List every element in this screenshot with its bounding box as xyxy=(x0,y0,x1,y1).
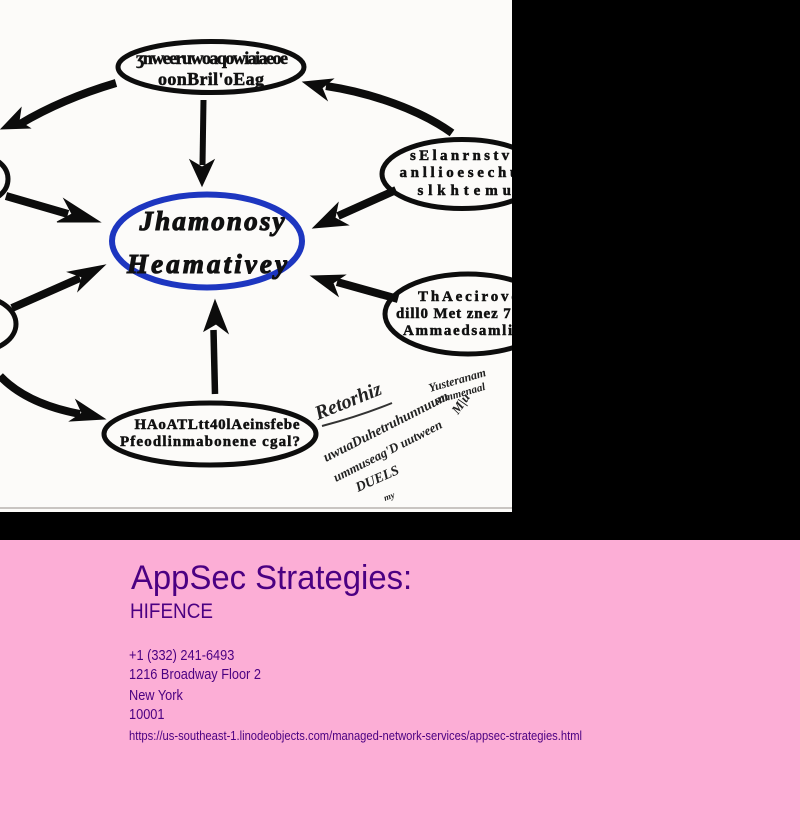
svg-text:ThAecirove: ThAecirove xyxy=(418,289,512,305)
svg-text:Jhamonosy: Jhamonosy xyxy=(139,206,286,236)
svg-text:slkhtemue: slkhtemue xyxy=(418,183,513,199)
svg-text:oonBril'oEag: oonBril'oEag xyxy=(158,69,264,89)
svg-text:dill0 Met znez 7107: dill0 Met znez 7107 xyxy=(396,306,512,322)
svg-text:ʒnweeruwoaqowiaiaeoe: ʒnweeruwoaqowiaiaeoe xyxy=(136,48,288,68)
svg-text:Pfeodlinmabonene cgal?: Pfeodlinmabonene cgal? xyxy=(120,434,300,450)
svg-text:my: my xyxy=(382,489,397,503)
svg-text:Heamativey: Heamativey xyxy=(126,249,288,279)
svg-text:HAoATLtt40lAeinsfebe: HAoATLtt40lAeinsfebe xyxy=(135,417,300,433)
svg-text:Ammaedsamlilla: Ammaedsamlilla xyxy=(403,323,512,339)
